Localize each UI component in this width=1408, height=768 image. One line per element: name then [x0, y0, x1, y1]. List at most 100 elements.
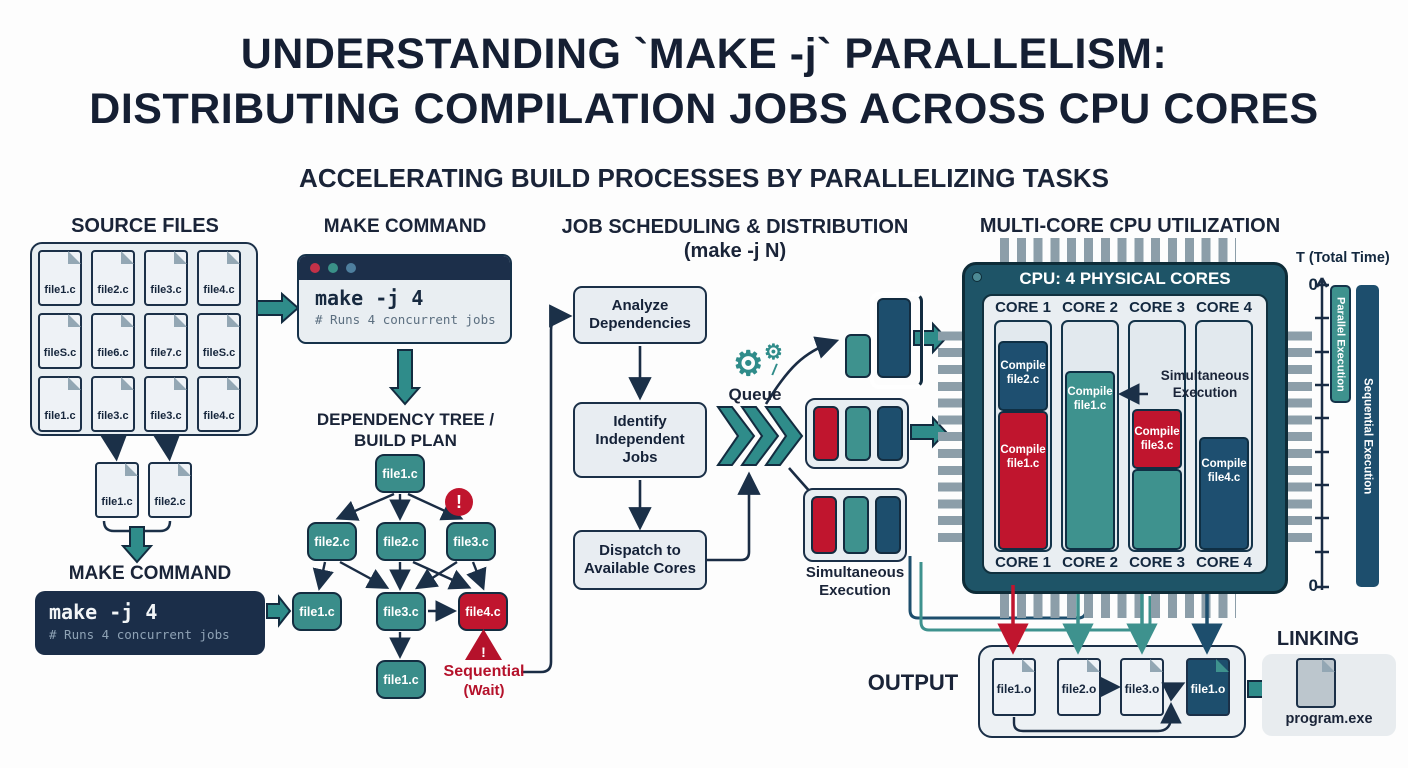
tree-node-blocked: file4.c — [458, 592, 508, 631]
simultaneous-execution-label-line1: Simultaneous — [805, 564, 905, 581]
file-fold-icon — [174, 251, 187, 264]
job-scheduling-subheading: (make -j N) — [683, 240, 787, 262]
step-dispatch-to-cores: Dispatch to Available Cores — [573, 530, 707, 590]
file-label: file1.o — [1190, 682, 1226, 696]
source-file-icon: file1.c — [38, 250, 82, 306]
core-header: CORE 4 — [1196, 299, 1252, 316]
alert-circle-icon: ! — [445, 488, 473, 516]
job-block — [843, 496, 869, 554]
file-fold-icon — [227, 377, 240, 390]
dependency-tree-heading-line1: DEPENDENCY TREE / — [316, 410, 495, 429]
cpu-simultaneous-label-line1: Simultaneous — [1160, 368, 1250, 383]
source-file-icon: file3.c — [91, 376, 135, 432]
source-file-icon: fileS.c — [38, 313, 82, 369]
file-fold-icon — [1150, 659, 1163, 672]
file-label: file2.c — [97, 284, 129, 296]
window-minimize-icon[interactable] — [328, 263, 338, 273]
file-label: file4.c — [203, 410, 235, 422]
source-files-heading: SOURCE FILES — [71, 215, 219, 237]
page-title-line1: UNDERSTANDING `MAKE -j` PARALLELISM: — [240, 30, 1168, 78]
parallel-execution-label: Parallel Execution — [1334, 296, 1347, 392]
file-label: file2.c — [154, 496, 186, 508]
file-fold-icon — [121, 314, 134, 327]
terminal-command: make -j 4 — [315, 286, 424, 310]
file-label: file1.c — [44, 284, 76, 296]
file-fold-icon — [178, 463, 191, 476]
file-fold-icon — [174, 314, 187, 327]
tree-node: file3.c — [446, 522, 496, 561]
job-block — [813, 406, 839, 461]
terminal-command: make -j 4 — [49, 600, 158, 624]
source-file-icon: fileS.c — [197, 313, 241, 369]
core-header: CORE 1 — [995, 299, 1051, 316]
terminal-comment: # Runs 4 concurrent jobs — [315, 312, 496, 327]
file-label: file1.c — [101, 496, 133, 508]
sequential-wait-label-line1: Sequential — [443, 663, 525, 680]
file-fold-icon — [68, 314, 81, 327]
source-file-icon: file3.c — [144, 376, 188, 432]
output-file-icon: file1.o — [992, 658, 1036, 716]
picked-file-icon: file2.c — [148, 462, 192, 518]
time-axis-top-tick-label: 0 — [1308, 275, 1318, 294]
simultaneous-execution-label-line2: Execution — [819, 582, 891, 599]
cpu-task-block-unlabeled — [1132, 469, 1182, 550]
file-label: file3.c — [97, 410, 129, 422]
step-label: Available Cores — [584, 560, 696, 577]
sequential-execution-bar: Sequential Execution — [1356, 285, 1379, 587]
cpu-heading: MULTI-CORE CPU UTILIZATION — [979, 215, 1281, 237]
linking-heading: LINKING — [1276, 628, 1360, 650]
window-maximize-icon[interactable] — [346, 263, 356, 273]
chip-screw-icon — [972, 272, 982, 282]
tree-node: file1.c — [376, 660, 426, 699]
output-file-icon: file3.o — [1120, 658, 1164, 716]
cpu-task-block: Compile file1.c — [1065, 371, 1115, 550]
step-identify-independent-jobs: Identify Independent Jobs — [573, 402, 707, 478]
job-block — [845, 406, 871, 461]
sequential-wait-label-line2: (Wait) — [463, 682, 505, 699]
output-file-icon: file2.o — [1057, 658, 1101, 716]
source-file-icon: file4.c — [197, 250, 241, 306]
file-fold-icon — [1087, 659, 1100, 672]
file-fold-icon — [68, 377, 81, 390]
file-fold-icon — [1322, 659, 1335, 672]
page-subtitle: ACCELERATING BUILD PROCESSES BY PARALLEL… — [299, 163, 1109, 193]
cpu-pins-bottom — [1000, 592, 1236, 618]
file-label: file1.c — [44, 410, 76, 422]
file-fold-icon — [125, 463, 138, 476]
window-close-icon[interactable] — [310, 263, 320, 273]
job-block — [845, 334, 871, 378]
cpu-pins-top — [1000, 238, 1236, 264]
tree-node: file2.c — [376, 522, 426, 561]
file-label: file4.c — [203, 284, 235, 296]
core-footer: CORE 1 — [995, 554, 1051, 571]
source-file-icon: file4.c — [197, 376, 241, 432]
file-fold-icon — [227, 314, 240, 327]
core-header: CORE 3 — [1129, 299, 1185, 316]
parallel-execution-bar: Parallel Execution — [1330, 285, 1351, 403]
source-file-icon: file1.c — [38, 376, 82, 432]
step-label: Analyze — [611, 297, 669, 315]
cpu-task-block: Compile file4.c — [1199, 437, 1249, 550]
core-footer: CORE 3 — [1129, 554, 1185, 571]
output-file-icon-dark: file1.o — [1186, 658, 1230, 716]
gear-small-icon: ⚙ — [764, 341, 783, 364]
file-fold-icon — [227, 251, 240, 264]
cpu-task-block: Compile file1.c — [998, 411, 1048, 550]
file-fold-icon — [1216, 659, 1229, 672]
file-label: file3.c — [150, 284, 182, 296]
source-file-icon: file7.c — [144, 313, 188, 369]
make-command-top-heading: MAKE COMMAND — [323, 216, 487, 237]
source-file-icon: file3.c — [144, 250, 188, 306]
job-block — [877, 298, 911, 378]
terminal-comment: # Runs 4 concurrent jobs — [49, 627, 230, 642]
file-label: file2.o — [1061, 682, 1097, 696]
warning-triangle-icon: ! — [465, 629, 502, 660]
sequential-execution-label: Sequential Execution — [1361, 377, 1374, 495]
step-analyze-dependencies: Analyze Dependencies — [573, 286, 707, 344]
job-scheduling-heading: JOB SCHEDULING & DISTRIBUTION — [561, 216, 909, 238]
file-fold-icon — [174, 377, 187, 390]
file-label: fileS.c — [43, 347, 77, 359]
time-axis — [1315, 277, 1329, 590]
dependency-tree-heading-line2: BUILD PLAN — [354, 431, 457, 450]
